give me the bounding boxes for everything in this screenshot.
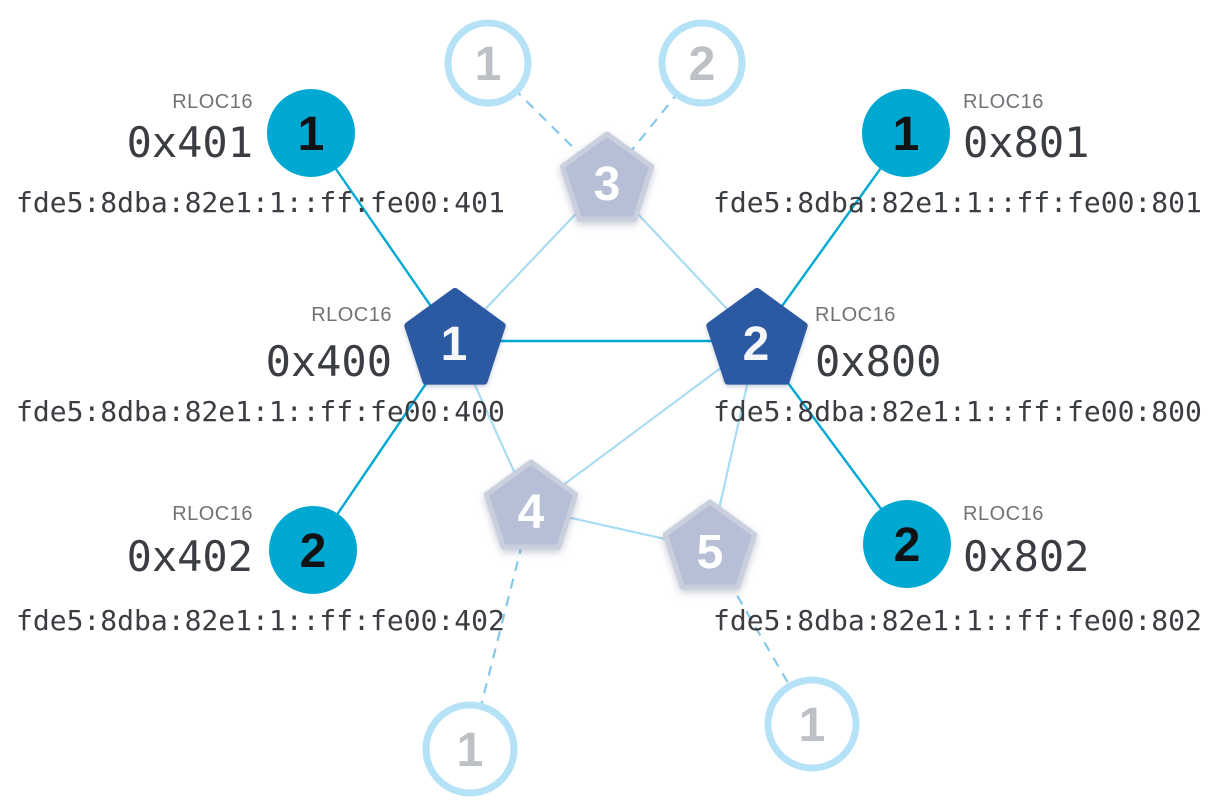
child-402-number: 2: [300, 525, 327, 578]
router-2-rloc16-value: 0x800: [815, 337, 941, 386]
router-2-labels: RLOC16 0x800 fde5:8dba:82e1:1::ff:fe00:8…: [713, 304, 1202, 428]
child-401-rloc16-label: RLOC16: [172, 91, 253, 113]
router-2-pentagon[interactable]: [706, 288, 808, 385]
child-401-labels: RLOC16 0x401 fde5:8dba:82e1:1::ff:fe00:4…: [16, 91, 505, 219]
router-4-pentagon[interactable]: [483, 459, 579, 550]
router-1-labels: RLOC16 0x400 fde5:8dba:82e1:1::ff:fe00:4…: [16, 304, 505, 428]
child-401-number: 1: [298, 108, 325, 161]
child-402-rloc16-label: RLOC16: [172, 503, 253, 525]
router-3-pentagon[interactable]: [559, 131, 655, 222]
router-5-number: 5: [697, 526, 724, 579]
faded-child-bottom-left-node[interactable]: 1: [422, 701, 518, 797]
faded-child-bottom-right-number: 1: [799, 699, 826, 752]
child-402-rloc16-value: 0x402: [127, 532, 253, 581]
child-801-rloc16-value: 0x801: [963, 118, 1089, 167]
router-5-pentagon[interactable]: [662, 499, 758, 590]
router-2-number: 2: [743, 318, 770, 371]
child-402-circle[interactable]: [269, 506, 357, 594]
router-1-ipv6: fde5:8dba:82e1:1::ff:fe00:400: [16, 395, 505, 428]
faded-child-top-left-number: 1: [475, 38, 502, 91]
faded-child-bottom-right-circle[interactable]: [764, 676, 860, 772]
child-801-circle[interactable]: [862, 89, 950, 177]
child-402-labels: RLOC16 0x402 fde5:8dba:82e1:1::ff:fe00:4…: [16, 503, 505, 637]
router-1-pentagon[interactable]: [404, 288, 506, 385]
child-801-ipv6: fde5:8dba:82e1:1::ff:fe00:801: [713, 186, 1202, 219]
router-3-number: 3: [594, 158, 621, 211]
router-2-node[interactable]: 2: [706, 288, 808, 385]
faded-child-bottom-left-circle[interactable]: [422, 701, 518, 797]
child-802-rloc16-label: RLOC16: [963, 503, 1044, 525]
faded-child-bottom-left-number: 1: [457, 724, 484, 777]
child-802-circle[interactable]: [863, 500, 951, 588]
faded-child-top-left-circle[interactable]: [444, 19, 532, 107]
router-1-node[interactable]: 1: [404, 288, 506, 385]
faded-child-top-right-number: 2: [689, 38, 716, 91]
faded-child-bottom-right-node[interactable]: 1: [764, 676, 860, 772]
router-5-node[interactable]: 5: [662, 499, 758, 590]
child-801-labels: RLOC16 0x801 fde5:8dba:82e1:1::ff:fe00:8…: [713, 91, 1202, 219]
child-401-ipv6: fde5:8dba:82e1:1::ff:fe00:401: [16, 186, 505, 219]
child-401-rloc16-value: 0x401: [127, 118, 253, 167]
router-4-node[interactable]: 4: [483, 459, 579, 550]
faded-child-top-right-circle[interactable]: [658, 19, 746, 107]
link-router4-router2: [530, 340, 758, 510]
child-801-number: 1: [893, 108, 920, 161]
child-402-ipv6: fde5:8dba:82e1:1::ff:fe00:402: [16, 604, 505, 637]
child-801-rloc16-label: RLOC16: [963, 91, 1044, 113]
router-2-ipv6: fde5:8dba:82e1:1::ff:fe00:800: [713, 395, 1202, 428]
faded-child-top-right-node[interactable]: 2: [658, 19, 746, 107]
child-401-node[interactable]: 1: [267, 89, 355, 177]
router-2-rloc16-label: RLOC16: [815, 304, 896, 326]
child-801-node[interactable]: 1: [862, 89, 950, 177]
router-4-number: 4: [518, 486, 545, 539]
router-1-number: 1: [441, 318, 468, 371]
router-3-node[interactable]: 3: [559, 131, 655, 222]
router-1-rloc16-label: RLOC16: [311, 304, 392, 326]
child-401-circle[interactable]: [267, 89, 355, 177]
child-802-rloc16-value: 0x802: [963, 532, 1089, 581]
child-802-labels: RLOC16 0x802 fde5:8dba:82e1:1::ff:fe00:8…: [713, 503, 1202, 637]
child-402-node[interactable]: 2: [269, 506, 357, 594]
faded-child-top-left-node[interactable]: 1: [444, 19, 532, 107]
router-1-rloc16-value: 0x400: [266, 337, 392, 386]
child-802-number: 2: [894, 519, 921, 572]
child-802-node[interactable]: 2: [863, 500, 951, 588]
child-802-ipv6: fde5:8dba:82e1:1::ff:fe00:802: [713, 604, 1202, 637]
